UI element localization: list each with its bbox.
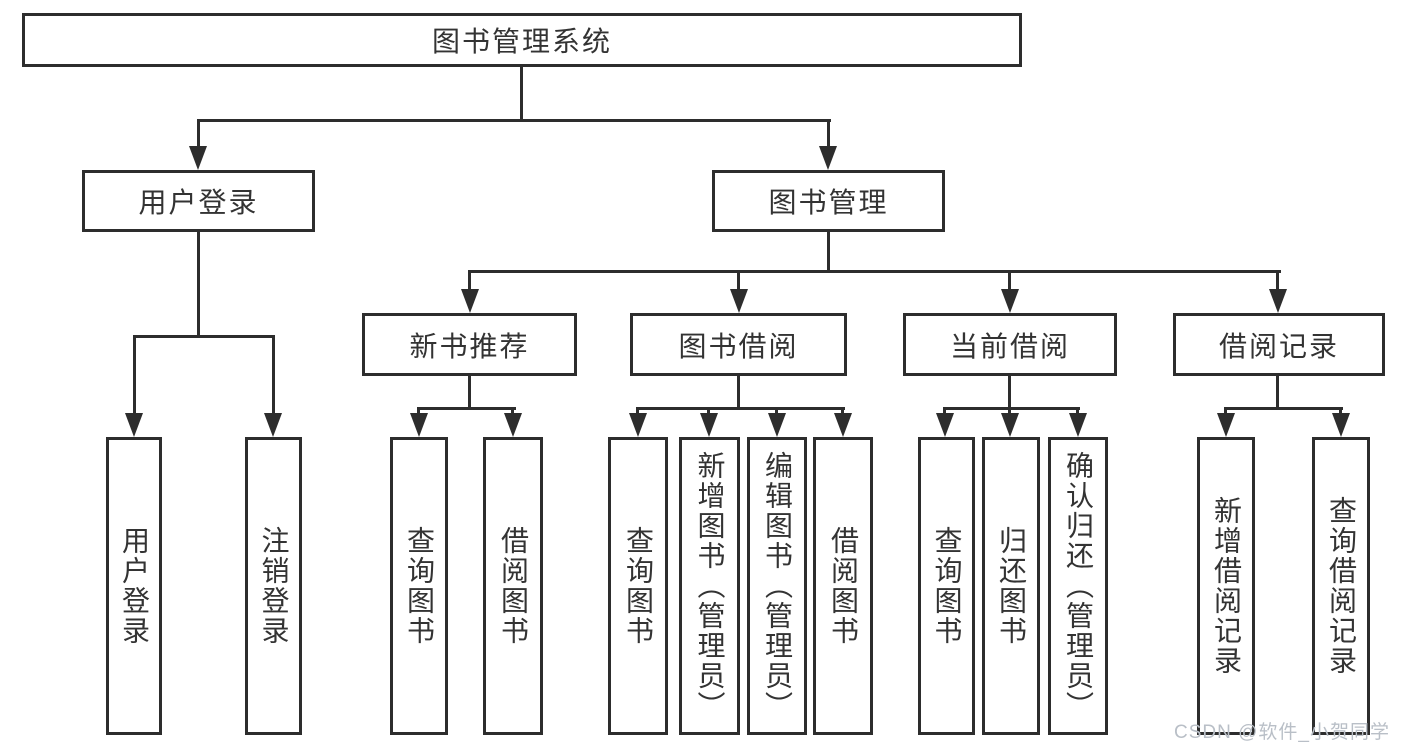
leaf-query-books-current: 查询图书 bbox=[918, 437, 975, 735]
node-label: 新书推荐 bbox=[409, 330, 530, 362]
node-label: 注销登录 bbox=[258, 526, 290, 646]
arrowhead-down-icon bbox=[410, 413, 428, 437]
node-label: 编辑图书（管理员） bbox=[762, 451, 793, 721]
arrowhead-down-icon bbox=[1332, 413, 1350, 437]
arrowhead-down-icon bbox=[504, 413, 522, 437]
edge-line-v bbox=[827, 232, 830, 273]
leaf-logout: 注销登录 bbox=[245, 437, 302, 735]
node-label: 用户登录 bbox=[119, 526, 150, 646]
edge-line-v bbox=[1276, 270, 1279, 292]
node-label: 新增借阅记录 bbox=[1211, 496, 1242, 676]
leaf-borrow-books-recommend: 借阅图书 bbox=[483, 437, 543, 735]
arrowhead-down-icon bbox=[834, 413, 852, 437]
leaf-confirm-return-admin: 确认归还（管理员） bbox=[1048, 437, 1108, 735]
node-label: 查询图书 bbox=[931, 526, 963, 646]
node-label: 归还图书 bbox=[996, 526, 1027, 646]
arrowhead-down-icon bbox=[700, 413, 718, 437]
edge-line-v bbox=[1339, 407, 1342, 416]
edge-line-v bbox=[827, 119, 830, 149]
arrowhead-down-icon bbox=[264, 413, 282, 437]
edge-line-v bbox=[841, 407, 844, 416]
arrowhead-down-icon bbox=[629, 413, 647, 437]
edge-line-h bbox=[1224, 407, 1343, 410]
node-label: 查询图书 bbox=[404, 526, 435, 646]
node-current-borrow: 当前借阅 bbox=[903, 313, 1117, 376]
leaf-borrow-books: 借阅图书 bbox=[813, 437, 873, 735]
node-root-library-system: 图书管理系统 bbox=[22, 13, 1022, 67]
edge-line-v bbox=[520, 67, 523, 121]
edge-line-v bbox=[636, 407, 639, 416]
leaf-add-borrow-record: 新增借阅记录 bbox=[1197, 437, 1255, 735]
arrowhead-down-icon bbox=[1269, 289, 1287, 313]
edge-line-v bbox=[133, 335, 136, 415]
arrowhead-down-icon bbox=[768, 413, 786, 437]
arrowhead-down-icon bbox=[819, 146, 837, 170]
arrowhead-down-icon bbox=[730, 289, 748, 313]
node-book-management: 图书管理 bbox=[712, 170, 945, 232]
node-label: 借阅记录 bbox=[1218, 330, 1339, 362]
arrowhead-down-icon bbox=[1001, 413, 1019, 437]
edge-line-v bbox=[272, 335, 275, 415]
edge-line-v bbox=[511, 407, 514, 416]
node-label: 图书管理系统 bbox=[431, 26, 612, 57]
node-label: 图书借阅 bbox=[678, 330, 799, 362]
edge-line-v bbox=[468, 270, 471, 292]
node-label: 图书管理 bbox=[768, 187, 889, 218]
edge-line-v bbox=[1008, 376, 1011, 410]
arrowhead-down-icon bbox=[189, 146, 207, 170]
node-label: 新增图书（管理员） bbox=[694, 451, 726, 721]
node-label: 查询图书 bbox=[623, 526, 654, 646]
edge-line-h bbox=[943, 407, 1080, 410]
edge-line-v bbox=[737, 376, 740, 410]
edge-line-v bbox=[707, 407, 710, 416]
node-label: 借阅图书 bbox=[498, 526, 529, 646]
edge-line-h bbox=[417, 407, 516, 410]
arrowhead-down-icon bbox=[1217, 413, 1235, 437]
node-label: 确认归还（管理员） bbox=[1063, 451, 1094, 721]
node-label: 借阅图书 bbox=[828, 526, 859, 646]
node-user-login: 用户登录 bbox=[82, 170, 315, 232]
node-borrow-records: 借阅记录 bbox=[1173, 313, 1385, 376]
leaf-add-books-admin: 新增图书（管理员） bbox=[679, 437, 740, 735]
edge-line-h bbox=[636, 407, 845, 410]
leaf-edit-books-admin: 编辑图书（管理员） bbox=[747, 437, 807, 735]
edge-line-v bbox=[197, 232, 200, 338]
edge-line-v bbox=[1008, 270, 1011, 292]
leaf-query-borrow-record: 查询借阅记录 bbox=[1312, 437, 1370, 735]
edge-line-h bbox=[197, 119, 831, 122]
node-new-book-recommend: 新书推荐 bbox=[362, 313, 577, 376]
edge-line-v bbox=[1008, 407, 1011, 416]
edge-line-v bbox=[197, 119, 200, 149]
node-label: 当前借阅 bbox=[949, 330, 1070, 362]
arrowhead-down-icon bbox=[461, 289, 479, 313]
edge-line-v bbox=[943, 407, 946, 416]
leaf-query-books-borrow: 查询图书 bbox=[608, 437, 668, 735]
node-label: 查询借阅记录 bbox=[1326, 496, 1357, 676]
edge-line-v bbox=[1076, 407, 1079, 416]
edge-line-h bbox=[133, 335, 275, 338]
edge-line-v bbox=[737, 270, 740, 292]
arrowhead-down-icon bbox=[1069, 413, 1087, 437]
node-book-borrow: 图书借阅 bbox=[630, 313, 847, 376]
leaf-query-books-recommend: 查询图书 bbox=[390, 437, 448, 735]
arrowhead-down-icon bbox=[936, 413, 954, 437]
edge-line-v bbox=[1224, 407, 1227, 416]
edge-line-v bbox=[417, 407, 420, 416]
node-label: 用户登录 bbox=[138, 187, 259, 218]
arrowhead-down-icon bbox=[1001, 289, 1019, 313]
edge-line-v bbox=[1276, 376, 1279, 410]
leaf-return-books: 归还图书 bbox=[982, 437, 1040, 735]
csdn-watermark: CSDN @软件_小贺同学 bbox=[1174, 722, 1390, 743]
edge-line-v bbox=[468, 376, 471, 410]
leaf-user-login: 用户登录 bbox=[106, 437, 162, 735]
arrowhead-down-icon bbox=[125, 413, 143, 437]
edge-line-h bbox=[468, 270, 1281, 273]
edge-line-v bbox=[775, 407, 778, 416]
